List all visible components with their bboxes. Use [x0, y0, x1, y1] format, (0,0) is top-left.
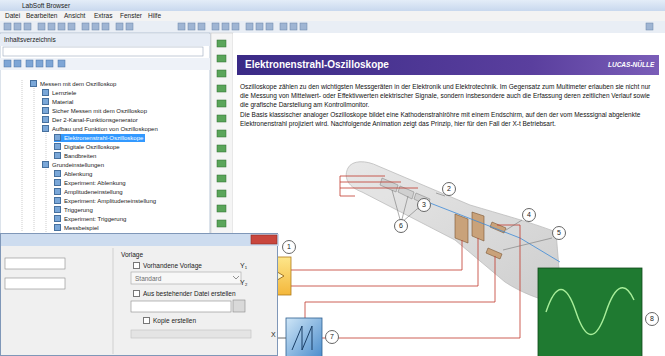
menu-item: Fenster	[120, 12, 142, 19]
tree-item: Messbeispiel	[54, 224, 101, 232]
menu-item: Extras	[94, 12, 112, 19]
signal-name: Y₂	[240, 279, 247, 286]
page-heading: Elektronenstrahl-Oszilloskope	[245, 59, 389, 70]
callout-number: 6	[394, 219, 408, 233]
brand-logo: LUCAS-NÜLLE	[608, 61, 654, 68]
node-text: Standard	[135, 275, 161, 282]
callout-number: 7	[325, 330, 339, 344]
tree-item: Experiment: Amplitudeneinstellung	[54, 197, 158, 205]
tree-item: Messen mit dem Oszilloskop	[30, 80, 118, 88]
callout-number: 4	[522, 208, 536, 222]
tree-item: Experiment: Ablenkung	[54, 179, 128, 187]
tree-item: Digitale Oszilloskope	[54, 143, 122, 151]
tree-item: Elektronenstrahl-Oszilloskope	[54, 134, 145, 142]
tree-item: Amplitudeneinstellung	[54, 188, 125, 196]
tree-item: Aufbau und Funktion von Oszilloskopen	[42, 125, 160, 133]
node-text: Vorlage	[121, 251, 143, 258]
node-text: Aus bestehender Datei erstellen	[133, 290, 236, 297]
tree-item: Material	[42, 98, 75, 106]
body-text: Die Basis klassischer analoger Oszillosk…	[240, 110, 658, 128]
tree-item: Lernziele	[42, 89, 78, 97]
menu-item: Bearbeiten	[26, 12, 57, 19]
menu-item: Ansicht	[64, 12, 85, 19]
tree-item: Der 2-Kanal-Funktionsgenerator	[42, 116, 140, 124]
callout-number: 2	[442, 182, 456, 196]
tree-item: Experiment: Triggerung	[54, 215, 128, 223]
callout-number: 1	[282, 240, 296, 254]
tree-item: Triggerung	[54, 206, 95, 214]
tree-item: Ablenkung	[54, 170, 94, 178]
crt-illustration	[249, 162, 642, 356]
callout-number: 3	[417, 198, 431, 212]
callout-number: 8	[645, 312, 659, 326]
tree-item: Grundeinstellungen	[42, 161, 106, 169]
tree-item: Sicher Messen mit dem Oszilloskop	[42, 107, 149, 115]
node-text: LabSoft Browser	[22, 2, 70, 9]
menu-item: Datei	[5, 12, 20, 19]
node-text: Inhaltsverzeichnis	[4, 36, 56, 43]
signal-name: Y₁	[240, 262, 247, 269]
pane-header: Inhaltsverzeichnis	[0, 34, 210, 46]
menu-item: Hilfe	[148, 12, 161, 19]
node-text: Kopie erstellen	[143, 317, 196, 324]
body-text: Oszilloskope zählen zu den wichtigsten M…	[240, 82, 658, 109]
window-title-bar: LabSoft Browser	[0, 0, 665, 11]
signal-name: X	[271, 331, 276, 338]
tree-item: Bandbreiten	[54, 152, 98, 160]
callout-number: 5	[552, 226, 566, 240]
node-text: Vorhandene Vorlage	[133, 262, 202, 269]
dialog-window: VorlageVorhandene VorlageStandardAus bes…	[0, 233, 278, 356]
